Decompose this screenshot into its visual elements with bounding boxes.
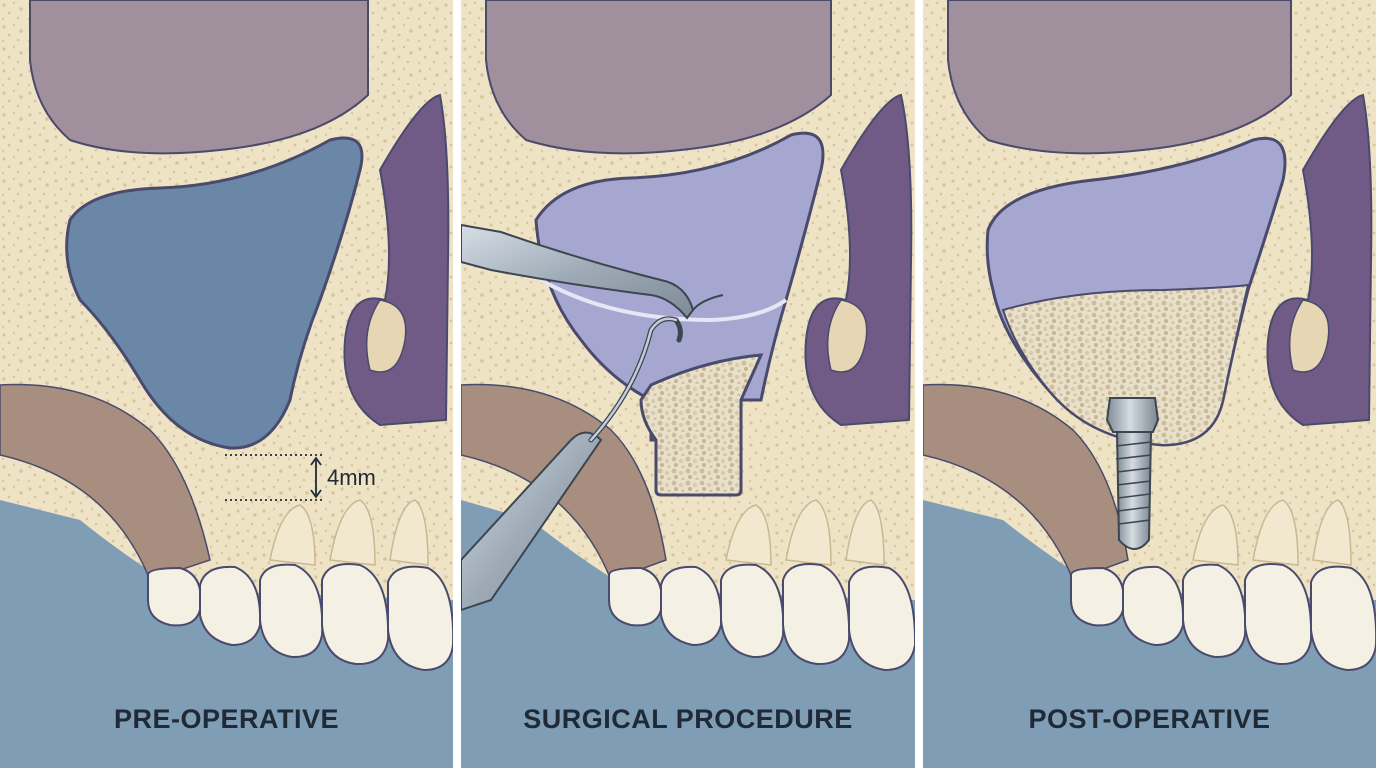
tooth-roots xyxy=(1192,499,1352,566)
nasal-turbinate xyxy=(826,299,868,373)
caption-pre-operative: PRE-OPERATIVE xyxy=(113,704,340,734)
skull-cavity xyxy=(485,0,832,155)
skull-cavity xyxy=(29,0,369,155)
caption-surgical-procedure: SURGICAL PROCEDURE xyxy=(523,704,853,734)
bone-graft-window xyxy=(639,353,764,497)
bone-graft-fill xyxy=(1001,283,1250,447)
measurement-label: 4mm xyxy=(327,465,376,490)
teeth-row xyxy=(1070,563,1376,672)
nasal-turbinate xyxy=(1288,299,1330,373)
lifted-membrane xyxy=(540,278,788,323)
gum-tissue xyxy=(923,383,1129,581)
panel-surgical-procedure: SURGICAL PROCEDURE xyxy=(461,0,915,768)
nasal-turbinate xyxy=(365,299,407,373)
teeth-row xyxy=(147,563,453,672)
teeth-row xyxy=(608,563,915,672)
tooth-roots xyxy=(269,499,429,566)
dental-implant-icon xyxy=(1105,397,1160,550)
caption-post-operative: POST-OPERATIVE xyxy=(1028,704,1271,734)
panel-post-operative: POST-OPERATIVE xyxy=(923,0,1376,768)
curette-icon xyxy=(461,316,683,612)
tooth-roots xyxy=(725,499,885,566)
measurement-indicator xyxy=(225,454,325,501)
pre-operative-illustration xyxy=(0,0,453,768)
panel-pre-operative: 4mm PRE-OPERATIVE xyxy=(0,0,453,768)
surgical-procedure-illustration xyxy=(461,0,915,768)
gum-tissue xyxy=(0,383,211,581)
periosteal-elevator-icon xyxy=(461,223,724,320)
post-operative-illustration xyxy=(923,0,1376,768)
skull-cavity xyxy=(947,0,1292,155)
maxillary-sinus xyxy=(65,136,364,450)
